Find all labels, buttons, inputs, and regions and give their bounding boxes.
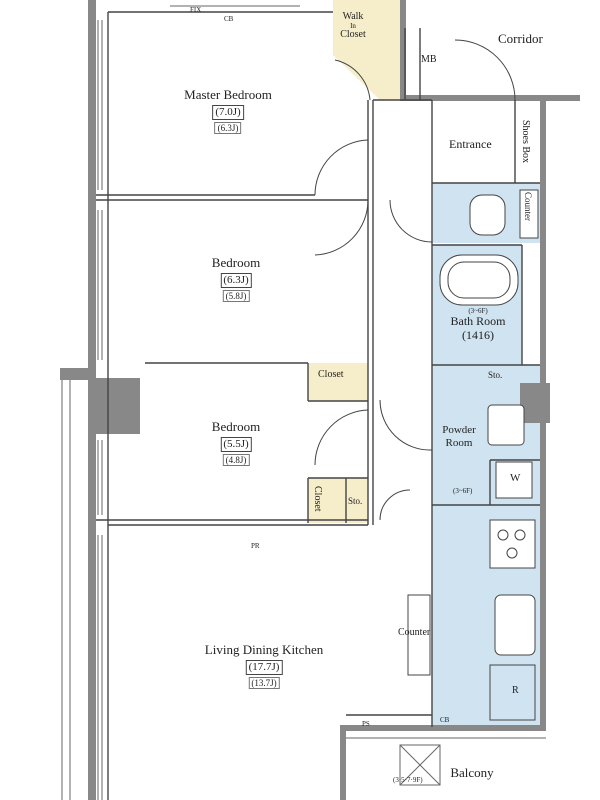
powder-room-line1: Powder <box>442 424 476 436</box>
cooktop <box>489 519 536 569</box>
fridge-label: R <box>512 685 519 696</box>
master-bedroom-size-alt: (6.3J) <box>214 121 242 134</box>
powder-room-line2: Room <box>445 436 473 449</box>
fridge <box>489 664 536 721</box>
counter-island <box>407 594 431 676</box>
pr-label: PR <box>251 542 260 550</box>
ps-label: PS <box>362 720 370 728</box>
interior-lines <box>96 11 540 800</box>
master-bedroom-label: Master Bedroom (7.0J) (6.3J) <box>184 87 272 135</box>
sink <box>494 594 536 656</box>
washer <box>495 461 533 499</box>
washer-floors: (3~6F) <box>453 487 473 495</box>
walls <box>60 0 580 800</box>
bathtub <box>439 254 519 306</box>
cb-top-label: CB <box>224 15 234 23</box>
sto-b3-label: Sto. <box>348 496 363 506</box>
bedroom-2-size-alt: (5.8J) <box>222 289 250 302</box>
sto-b3-area <box>346 478 368 523</box>
balcony-floors: (3·5·7·9F) <box>393 776 423 784</box>
walk-in-closet-label: Walk In Closet <box>340 11 366 40</box>
bathtub-inner <box>447 261 511 299</box>
closet-b3-label: Closet <box>312 486 323 512</box>
door-swings <box>314 39 516 521</box>
mb-label: MB <box>421 54 437 65</box>
entrance-label: Entrance <box>449 137 492 151</box>
bath-ceiling: (3~6F) <box>468 307 488 315</box>
ldk-size-alt: (13.7J) <box>248 676 280 689</box>
closet-b2-label: Closet <box>318 369 344 380</box>
bedroom-3-size: (5.5J) <box>220 436 252 452</box>
ldk-label: Living Dining Kitchen (17.7J) (13.7J) <box>204 642 324 690</box>
toilet-fixture <box>469 194 506 236</box>
closet-b2-area <box>308 363 368 401</box>
ldk-name: Living Dining Kitchen <box>204 642 324 657</box>
bedroom-2-size: (6.3J) <box>220 272 252 288</box>
closet-areas <box>308 0 405 523</box>
closet-b3-area <box>308 478 346 523</box>
bedroom-3-label: Bedroom (5.5J) (4.8J) <box>211 419 261 467</box>
shoes-box-label: Shoes Box <box>520 120 531 164</box>
bedroom-3-size-alt: (4.8J) <box>222 453 250 466</box>
balcony-label: Balcony <box>450 765 494 781</box>
bedroom-3-name: Bedroom <box>211 419 261 434</box>
bath-label: (3~6F) Bath Room (1416) <box>450 307 505 343</box>
bath-name: Bath Room <box>450 314 506 329</box>
bedroom-2-label: Bedroom (6.3J) (5.8J) <box>211 255 261 303</box>
counter-kitchen-label: Counter <box>398 627 431 638</box>
fix-label: FIX <box>190 6 202 14</box>
corridor-label: Corridor <box>498 31 543 46</box>
counter-toilet-label: Counter <box>523 192 533 221</box>
ldk-size: (17.7J) <box>245 659 283 675</box>
washbasin <box>487 404 525 446</box>
balcony-name: Balcony <box>450 765 494 780</box>
cb-bottom-label: CB <box>440 716 450 724</box>
walk-in-closet-area <box>333 0 405 100</box>
bath-size: (1416) <box>461 327 494 342</box>
balcony-lines <box>346 737 546 786</box>
washer-label: W <box>510 472 521 484</box>
master-bedroom-size: (7.0J) <box>212 104 244 120</box>
window-lines <box>61 5 300 800</box>
sto-bath-label: Sto. <box>488 370 503 380</box>
powder-room-label: Powder Room <box>442 424 476 449</box>
fixtures <box>407 189 539 721</box>
bedroom-2-name: Bedroom <box>211 255 261 270</box>
master-bedroom-name: Master Bedroom <box>184 87 272 102</box>
toilet-counter <box>519 189 539 239</box>
